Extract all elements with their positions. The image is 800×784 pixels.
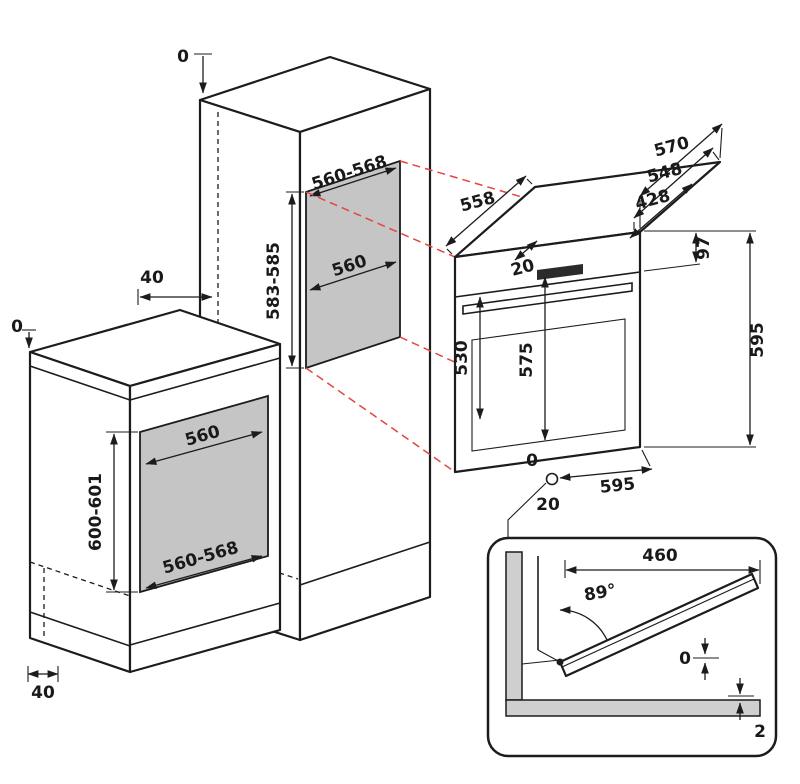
dim-oven-top-width: 558 — [458, 188, 497, 217]
oven-handle — [462, 282, 633, 315]
door-angle-arc — [559, 606, 608, 641]
dim-tall-top-clearance: 0 — [177, 47, 189, 67]
inset-hinge-link — [537, 649, 561, 663]
base-cabinet-side-face — [28, 350, 132, 674]
base-plinth-line-front — [129, 602, 281, 646]
door-hinge-pivot — [556, 658, 564, 666]
base-counter-edge-side — [29, 365, 131, 401]
projection-line-top-left — [305, 191, 456, 258]
dim-oven-gap-zero: 0 — [526, 451, 538, 471]
dim-line-base-niche-width — [145, 555, 263, 589]
tall-cabinet-plinth-line — [299, 541, 431, 586]
base-counter-edge-front — [129, 357, 281, 401]
base-cabinet: 0 560 600-601 560-568 40 — [11, 308, 282, 703]
inset-border — [486, 536, 778, 758]
projection-line-bottom-left — [305, 367, 456, 473]
inset-cabinet-panel-section — [505, 551, 523, 701]
dim-oven-cavity-height: 530 — [452, 340, 472, 376]
dim-door-length: 460 — [642, 546, 678, 566]
dim-oven-total-height: 595 — [748, 322, 768, 358]
oven-door-inner-frame — [471, 318, 626, 452]
dim-line-base-niche-depth — [145, 431, 263, 465]
dim-extension — [446, 248, 453, 255]
dim-base-niche-height-range: 600-601 — [86, 473, 106, 551]
dim-extension — [719, 127, 723, 159]
dim-oven-panel-height: 97 — [694, 236, 714, 260]
dim-oven-depth-with-door: 570 — [652, 133, 692, 162]
inset-door-inner-line — [561, 578, 755, 668]
oven-display — [537, 264, 583, 280]
oven-front-face — [453, 230, 642, 474]
dim-extension — [643, 263, 701, 272]
dim-line-front-clearance — [514, 240, 538, 261]
dim-tall-niche-height-range: 583-585 — [264, 242, 284, 320]
dim-line-niche-width — [309, 167, 397, 197]
dim-line-width — [559, 466, 653, 481]
dim-line-niche-depth — [309, 261, 397, 291]
reference-point-marker — [545, 472, 559, 486]
oven: 570 548 428 558 20 97 595 530 575 595 0 — [445, 123, 768, 537]
dim-oven-front-height: 575 — [517, 342, 537, 378]
dim-extension — [712, 151, 720, 161]
dim-base-top-clearance: 0 — [11, 317, 23, 337]
dim-door-floor-gap: 2 — [754, 722, 766, 742]
inset-hinge-link — [521, 659, 561, 665]
dim-extension — [641, 449, 651, 467]
dim-extension — [526, 178, 533, 185]
dim-line-top-width — [445, 175, 527, 247]
tall-cabinet-hidden-bottom-line — [201, 547, 299, 580]
dim-line-depth-reduced — [629, 183, 693, 239]
base-plinth-line-side — [29, 611, 131, 647]
dim-door-gap-zero: 0 — [679, 649, 691, 669]
inset-floor-section — [505, 699, 761, 717]
dim-oven-bottom-clearance: 20 — [536, 495, 560, 515]
dim-base-plinth-clearance: 40 — [31, 683, 55, 703]
dim-oven-width: 595 — [599, 474, 636, 498]
dim-tall-rear-clearance: 40 — [140, 268, 164, 288]
door-detail-inset: 460 89° 0 2 — [486, 536, 778, 758]
detail-leader-line — [507, 482, 547, 537]
